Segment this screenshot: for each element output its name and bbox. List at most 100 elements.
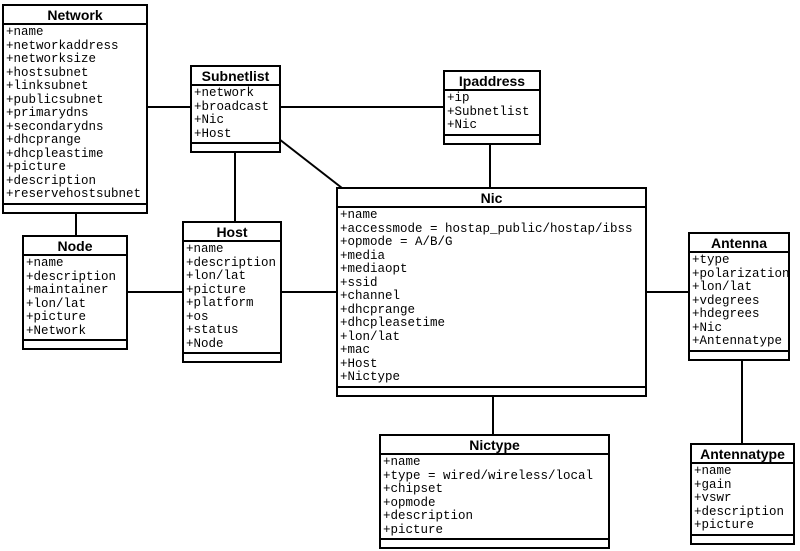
attribute: +name xyxy=(340,208,378,222)
attribute: +lon/lat xyxy=(186,269,247,283)
class-host-attributes: +name +description +lon/lat +picture +pl… xyxy=(184,242,280,354)
attribute: +Antennatype xyxy=(692,334,783,348)
attribute: +Nic xyxy=(194,113,225,127)
class-antennatype-title: Antennatype xyxy=(692,445,793,464)
class-network: Network +name +networkaddress +networksi… xyxy=(2,4,148,214)
attribute: +mac xyxy=(340,343,371,357)
class-nic: Nic +name +accessmode = hostap_public/ho… xyxy=(336,187,647,397)
class-nictype: Nictype +name +type = wired/wireless/loc… xyxy=(379,434,610,549)
class-ipaddress-operations-empty xyxy=(445,135,539,143)
attribute: +dhcpleastime xyxy=(6,146,104,161)
attribute: +channel xyxy=(340,289,401,303)
attribute: +dhcprange xyxy=(340,302,416,317)
class-nic-title: Nic xyxy=(338,189,645,208)
attribute: +broadcast xyxy=(194,99,270,114)
class-nic-attributes: +name +accessmode = hostap_public/hostap… xyxy=(338,208,645,388)
attribute: +hdegrees xyxy=(692,307,760,321)
attribute: +media xyxy=(340,248,386,263)
class-subnetlist-title: Subnetlist xyxy=(192,67,279,86)
class-ipaddress-attributes: +ip +Subnetlist +Nic xyxy=(445,91,539,136)
class-node-attributes: +name +description +maintainer +lon/lat … xyxy=(24,256,126,341)
class-antennatype: Antennatype +name +gain +vswr +descripti… xyxy=(690,443,795,545)
connector-subnetlist-nic xyxy=(278,138,343,189)
attribute: +polarization xyxy=(692,266,788,281)
class-antennatype-operations-empty xyxy=(692,535,793,543)
attribute: +Host xyxy=(340,356,378,371)
attribute: +vdegrees xyxy=(692,293,760,308)
attribute: +accessmode = hostap_public/hostap/ibss xyxy=(340,221,633,236)
attribute: +description xyxy=(383,509,474,523)
class-network-attributes: +name +networkaddress +networksize +host… xyxy=(4,25,146,205)
class-antennatype-attributes: +name +gain +vswr +description +picture xyxy=(692,464,793,536)
attribute: +network xyxy=(194,86,255,100)
attribute: +mediaopt xyxy=(340,262,408,276)
attribute: +chipset xyxy=(383,482,444,496)
attribute: +Nic xyxy=(447,118,478,132)
class-antenna-operations-empty xyxy=(690,351,788,359)
attribute: +picture xyxy=(694,518,755,532)
attribute: +dhcpleasetime xyxy=(340,316,446,330)
class-nictype-operations-empty xyxy=(381,540,608,547)
class-subnetlist-operations-empty xyxy=(192,144,279,151)
class-antenna-title: Antenna xyxy=(690,234,788,253)
attribute: +type xyxy=(692,253,730,267)
attribute: +picture xyxy=(186,282,247,297)
attribute: +picture xyxy=(26,310,87,324)
class-nictype-title: Nictype xyxy=(381,436,608,455)
attribute: +status xyxy=(186,323,239,337)
attribute: +networksize xyxy=(6,52,97,66)
attribute: +Nic xyxy=(692,320,723,335)
attribute: +reservehostsubnet xyxy=(6,187,142,201)
attribute: +name xyxy=(26,256,64,270)
attribute: +primarydns xyxy=(6,106,89,120)
attribute: +lon/lat xyxy=(26,296,87,311)
attribute: +lon/lat xyxy=(340,329,401,344)
class-node: Node +name +description +maintainer +lon… xyxy=(22,235,128,350)
attribute: +type = wired/wireless/local xyxy=(383,468,594,483)
attribute: +gain xyxy=(694,477,732,492)
class-antenna: Antenna +type +polarization +lon/lat +vd… xyxy=(688,232,790,361)
attribute: +os xyxy=(186,309,209,324)
attribute: +picture xyxy=(383,522,444,537)
attribute: +lon/lat xyxy=(692,280,753,294)
attribute: +hostsubnet xyxy=(6,65,89,80)
attribute: +secondarydns xyxy=(6,119,104,134)
class-node-title: Node xyxy=(24,237,126,256)
attribute: +Network xyxy=(26,323,87,338)
class-network-operations-empty xyxy=(4,204,146,212)
attribute: +dhcprange xyxy=(6,133,82,147)
class-ipaddress-title: Ipaddress xyxy=(445,72,539,91)
class-subnetlist: Subnetlist +network +broadcast +Nic +Hos… xyxy=(190,65,281,153)
attribute: +description xyxy=(6,173,97,188)
attribute: +Nictype xyxy=(340,370,401,384)
class-host-operations-empty xyxy=(184,354,280,361)
attribute: +picture xyxy=(6,160,67,174)
attribute: +maintainer xyxy=(26,283,109,297)
class-node-operations-empty xyxy=(24,341,126,348)
attribute: +opmode = A/B/G xyxy=(340,235,453,249)
attribute: +description xyxy=(186,255,277,270)
class-nic-operations-empty xyxy=(338,387,645,395)
class-network-title: Network xyxy=(4,6,146,25)
attribute: +publicsubnet xyxy=(6,92,104,107)
class-nictype-attributes: +name +type = wired/wireless/local +chip… xyxy=(381,455,608,540)
attribute: +name xyxy=(6,25,44,39)
attribute: +networkaddress xyxy=(6,38,119,53)
class-subnetlist-attributes: +network +broadcast +Nic +Host xyxy=(192,86,279,144)
attribute: +name xyxy=(186,242,224,256)
class-host: Host +name +description +lon/lat +pictur… xyxy=(182,221,282,363)
class-ipaddress: Ipaddress +ip +Subnetlist +Nic xyxy=(443,70,541,145)
attribute: +opmode xyxy=(383,495,436,510)
attribute: +name xyxy=(383,455,421,469)
attribute: +linksubnet xyxy=(6,79,89,93)
attribute: +Subnetlist xyxy=(447,104,530,119)
class-antenna-attributes: +type +polarization +lon/lat +vdegrees +… xyxy=(690,253,788,352)
class-host-title: Host xyxy=(184,223,280,242)
attribute: +description xyxy=(694,504,785,519)
attribute: +Node xyxy=(186,336,224,351)
attribute: +platform xyxy=(186,296,254,310)
attribute: +description xyxy=(26,269,117,284)
attribute: +ssid xyxy=(340,275,378,290)
